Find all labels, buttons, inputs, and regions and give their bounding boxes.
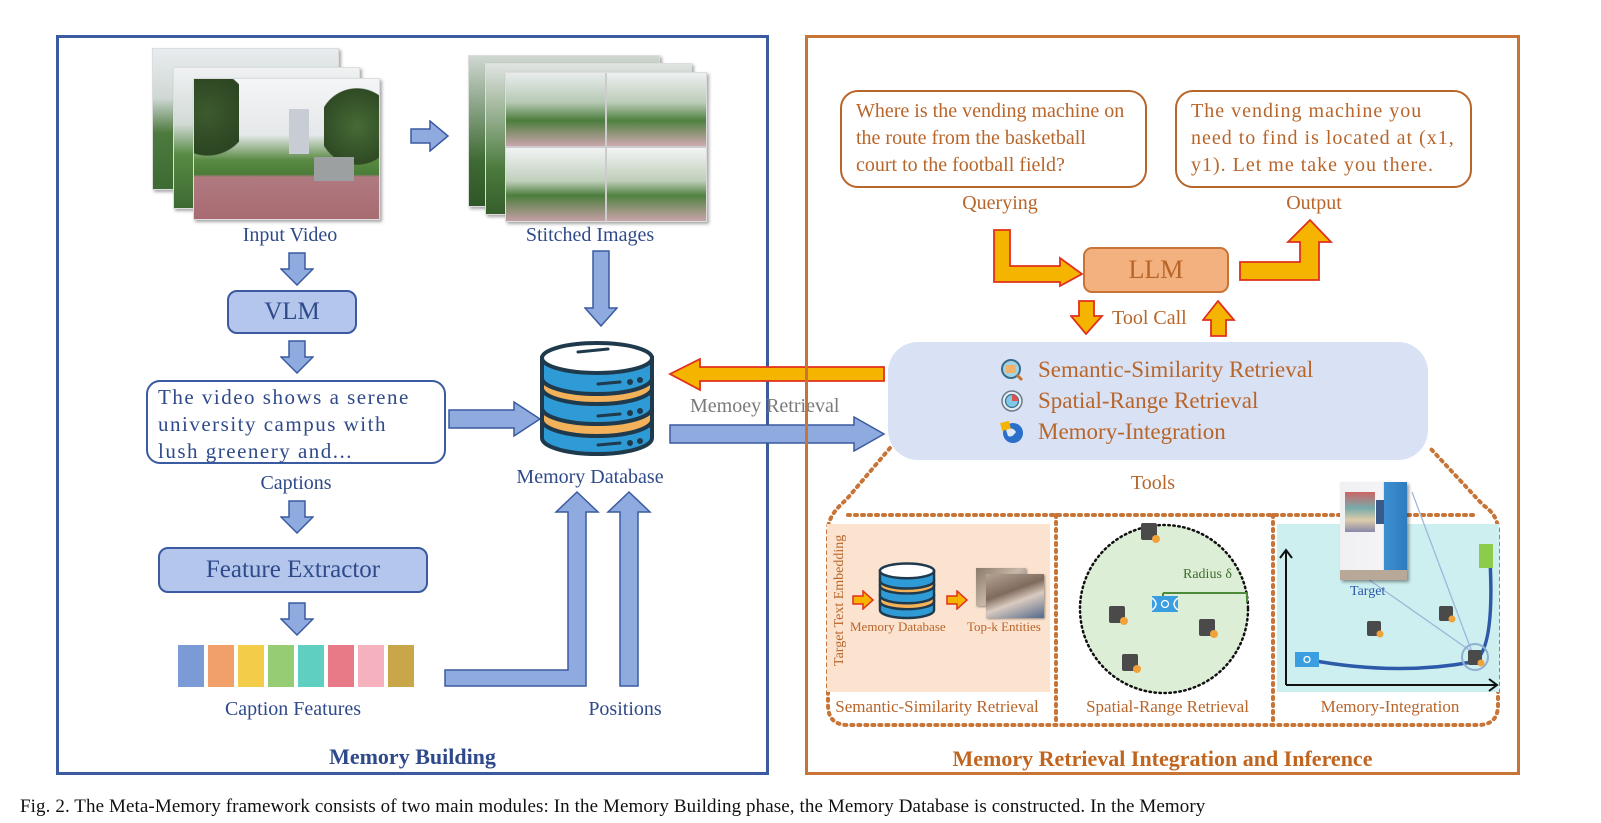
positions-label: Positions [588,698,662,720]
arrow-positions-to-db [606,490,652,687]
semantic-section-title: Semantic-Similarity Retrieval [835,697,1039,716]
tools-box: Semantic-Similarity Retrieval Spatial-Ra… [888,342,1428,460]
tool-label: Memory-Integration [1038,418,1226,444]
small-database-icon [878,562,936,620]
memory-database-icon [540,341,654,456]
captions-label: Captions [260,472,332,494]
globe-puzzle-icon [1000,420,1023,443]
memory-building-panel [56,35,769,775]
feature-bar-6 [358,645,384,687]
server-icon-2 [1109,606,1128,625]
caption-text-box: The video shows a serene university camp… [146,380,446,464]
server-icon-1 [1141,523,1160,543]
memory-retrieval-label: Memoey Retrieval [690,395,840,417]
arrow-to-caption [280,340,314,374]
topk-entities-label: Top-k Entities [967,619,1041,634]
topk-entities-thumbnails [976,568,1046,618]
tool-label: Semantic-Similarity Retrieval [1038,356,1314,382]
vending-machine-photo [1340,482,1407,580]
tool-semantic-similarity: Semantic-Similarity Retrieval [1000,354,1313,385]
arrow-to-vlm [280,252,314,286]
querying-label: Querying [962,192,1038,214]
memory-database-label: Memory Database [516,466,664,488]
integration-section-title: Memory-Integration [1320,697,1460,716]
magnifier-folder-icon [1001,358,1024,381]
feature-bar-2 [238,645,264,687]
stitched-frame-1 [505,72,707,222]
spatial-section-title: Spatial-Range Retrieval [1086,697,1249,716]
input-video-label: Input Video [242,224,338,246]
tool-label: Spatial-Range Retrieval [1038,387,1259,413]
feature-bar-7 [388,645,414,687]
target-text-embedding-label: Target Text Embedding [832,534,847,666]
football-field-icon [1479,544,1493,568]
arrow-db-to-tools [669,416,886,452]
llm-box: LLM [1083,247,1229,293]
basketball-court-icon [1151,596,1179,612]
arrows-to-database [444,490,652,687]
arrow-caption-to-db [448,400,542,438]
tool-call-down-arrow [1070,300,1104,336]
server-icon-b [1439,606,1456,623]
feature-bar-5 [328,645,354,687]
radius-label: Radius δ [1183,567,1232,582]
tool-call-label: Tool Call [1112,307,1187,329]
spatial-range-diagram [1078,523,1250,695]
server-icon-c [1468,650,1485,667]
feature-bar-3 [268,645,294,687]
small-arrow-embed-to-db [852,590,874,610]
memory-retrieval-title: Memory Retrieval Integration and Inferen… [952,746,1373,771]
basketball-court-icon [1295,652,1319,667]
memory-integration-diagram [1279,491,1499,692]
feature-extractor-box: Feature Extractor [158,547,428,593]
tool-call-up-arrow [1202,300,1236,337]
arrow-query-to-llm [993,229,1084,288]
feature-bar-4 [298,645,324,687]
arrow-to-feature-extractor [280,500,314,534]
radar-icon [1001,389,1023,412]
caption-feature-bars [178,645,418,687]
small-arrow-db-to-topk [946,590,968,610]
vlm-box: VLM [227,290,357,334]
server-icon-3 [1199,619,1218,638]
memory-retrieval-panel [805,35,1520,775]
output-bubble: The vending machine you need to find is … [1175,90,1472,188]
feature-bar-1 [208,645,234,687]
stitched-images-label: Stitched Images [525,224,655,246]
arrow-to-caption-features [280,602,314,636]
arrow-features-to-db [444,490,600,687]
query-bubble: Where is the vending machine on the rout… [840,90,1147,188]
output-label: Output [1286,192,1342,214]
caption-features-label: Caption Features [224,698,362,720]
target-label: Target [1350,584,1386,599]
arrow-retrieval-to-db [668,358,885,392]
figure-caption: Fig. 2. The Meta-Memory framework consis… [20,796,1206,817]
arrow-to-stitched [410,120,450,152]
semantic-db-label: Memory Database [850,619,946,634]
arrow-stitched-to-db [584,250,618,328]
memory-building-title: Memory Building [329,744,496,769]
video-frame-1 [193,78,380,220]
server-icon-4 [1122,654,1141,673]
tools-label: Tools [1130,472,1176,494]
arrow-llm-to-output [1239,218,1334,281]
server-icon-a [1367,621,1384,638]
tool-memory-integration: Memory-Integration [1000,416,1313,447]
tool-spatial-range: Spatial-Range Retrieval [1000,385,1313,416]
feature-bar-0 [178,645,204,687]
